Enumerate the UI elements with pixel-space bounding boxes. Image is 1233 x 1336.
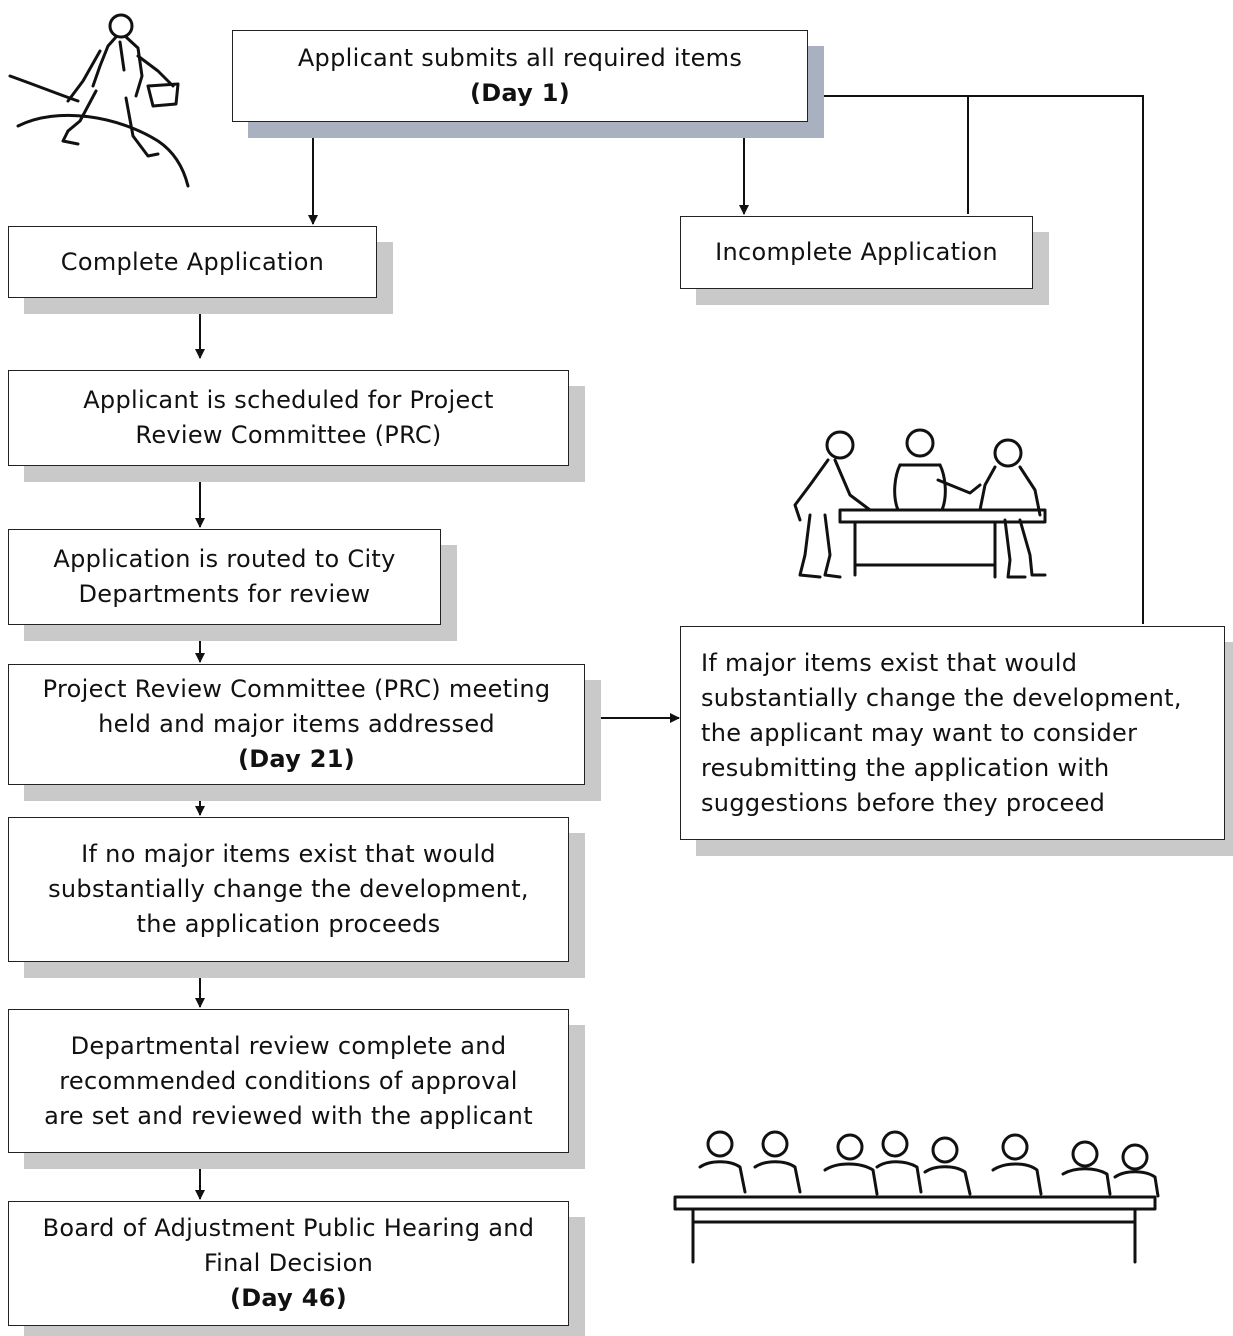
step-submit-box: Applicant submits all required items (Da… bbox=[232, 30, 808, 122]
step-no-major-line1: If no major items exist that would bbox=[81, 840, 496, 868]
step-scheduled-line1: Applicant is scheduled for Project bbox=[83, 386, 494, 414]
committee-table-icon bbox=[793, 428, 1047, 579]
step-routed-line1: Application is routed to City bbox=[53, 545, 396, 573]
arrow-major-return bbox=[809, 91, 1144, 624]
step-scheduled-box: Applicant is scheduled for Project Revie… bbox=[8, 370, 569, 466]
step-major-line3: the applicant may want to consider bbox=[701, 718, 1138, 747]
step-prc-line1: Project Review Committee (PRC) meeting bbox=[42, 675, 551, 703]
step-scheduled-line2: Review Committee (PRC) bbox=[135, 421, 442, 449]
step-major-line2: substantially change the development, bbox=[701, 683, 1182, 712]
step-board-box: Board of Adjustment Public Hearing and F… bbox=[8, 1201, 569, 1326]
walking-businessman-icon bbox=[8, 13, 190, 188]
step-submit-text: Applicant submits all required items bbox=[297, 44, 743, 72]
step-no-major-box: If no major items exist that would subst… bbox=[8, 817, 569, 962]
step-board-line1: Board of Adjustment Public Hearing and bbox=[42, 1214, 535, 1242]
step-major-items-box: If major items exist that would substant… bbox=[680, 626, 1225, 840]
step-dept-line3: are set and reviewed with the applicant bbox=[44, 1101, 533, 1130]
board-panel-icon bbox=[673, 1130, 1160, 1264]
step-prc-line2: held and major items addressed bbox=[98, 710, 495, 738]
step-complete-text: Complete Application bbox=[60, 247, 325, 276]
step-complete-box: Complete Application bbox=[8, 226, 377, 298]
step-routed-box: Application is routed to City Department… bbox=[8, 529, 441, 625]
step-major-line5: suggestions before they proceed bbox=[701, 788, 1106, 817]
step-dept-line1: Departmental review complete and bbox=[70, 1031, 507, 1060]
step-incomplete-box: Incomplete Application bbox=[680, 216, 1033, 289]
step-no-major-line2: substantially change the development, bbox=[48, 875, 529, 903]
step-routed-line2: Departments for review bbox=[78, 580, 371, 608]
step-major-line4: resubmitting the application with bbox=[701, 753, 1110, 782]
step-no-major-line3: the application proceeds bbox=[136, 910, 441, 938]
step-major-line1: If major items exist that would bbox=[701, 648, 1078, 677]
step-board-line2: Final Decision bbox=[203, 1249, 374, 1277]
step-dept-review-box: Departmental review complete and recomme… bbox=[8, 1009, 569, 1153]
step-dept-line2: recommended conditions of approval bbox=[59, 1066, 518, 1095]
step-incomplete-text: Incomplete Application bbox=[715, 238, 998, 266]
step-prc-meeting-box: Project Review Committee (PRC) meeting h… bbox=[8, 664, 585, 785]
step-prc-day: (Day 21) bbox=[237, 745, 356, 773]
step-submit-day: (Day 1) bbox=[469, 79, 571, 107]
step-board-day: (Day 46) bbox=[229, 1284, 348, 1312]
